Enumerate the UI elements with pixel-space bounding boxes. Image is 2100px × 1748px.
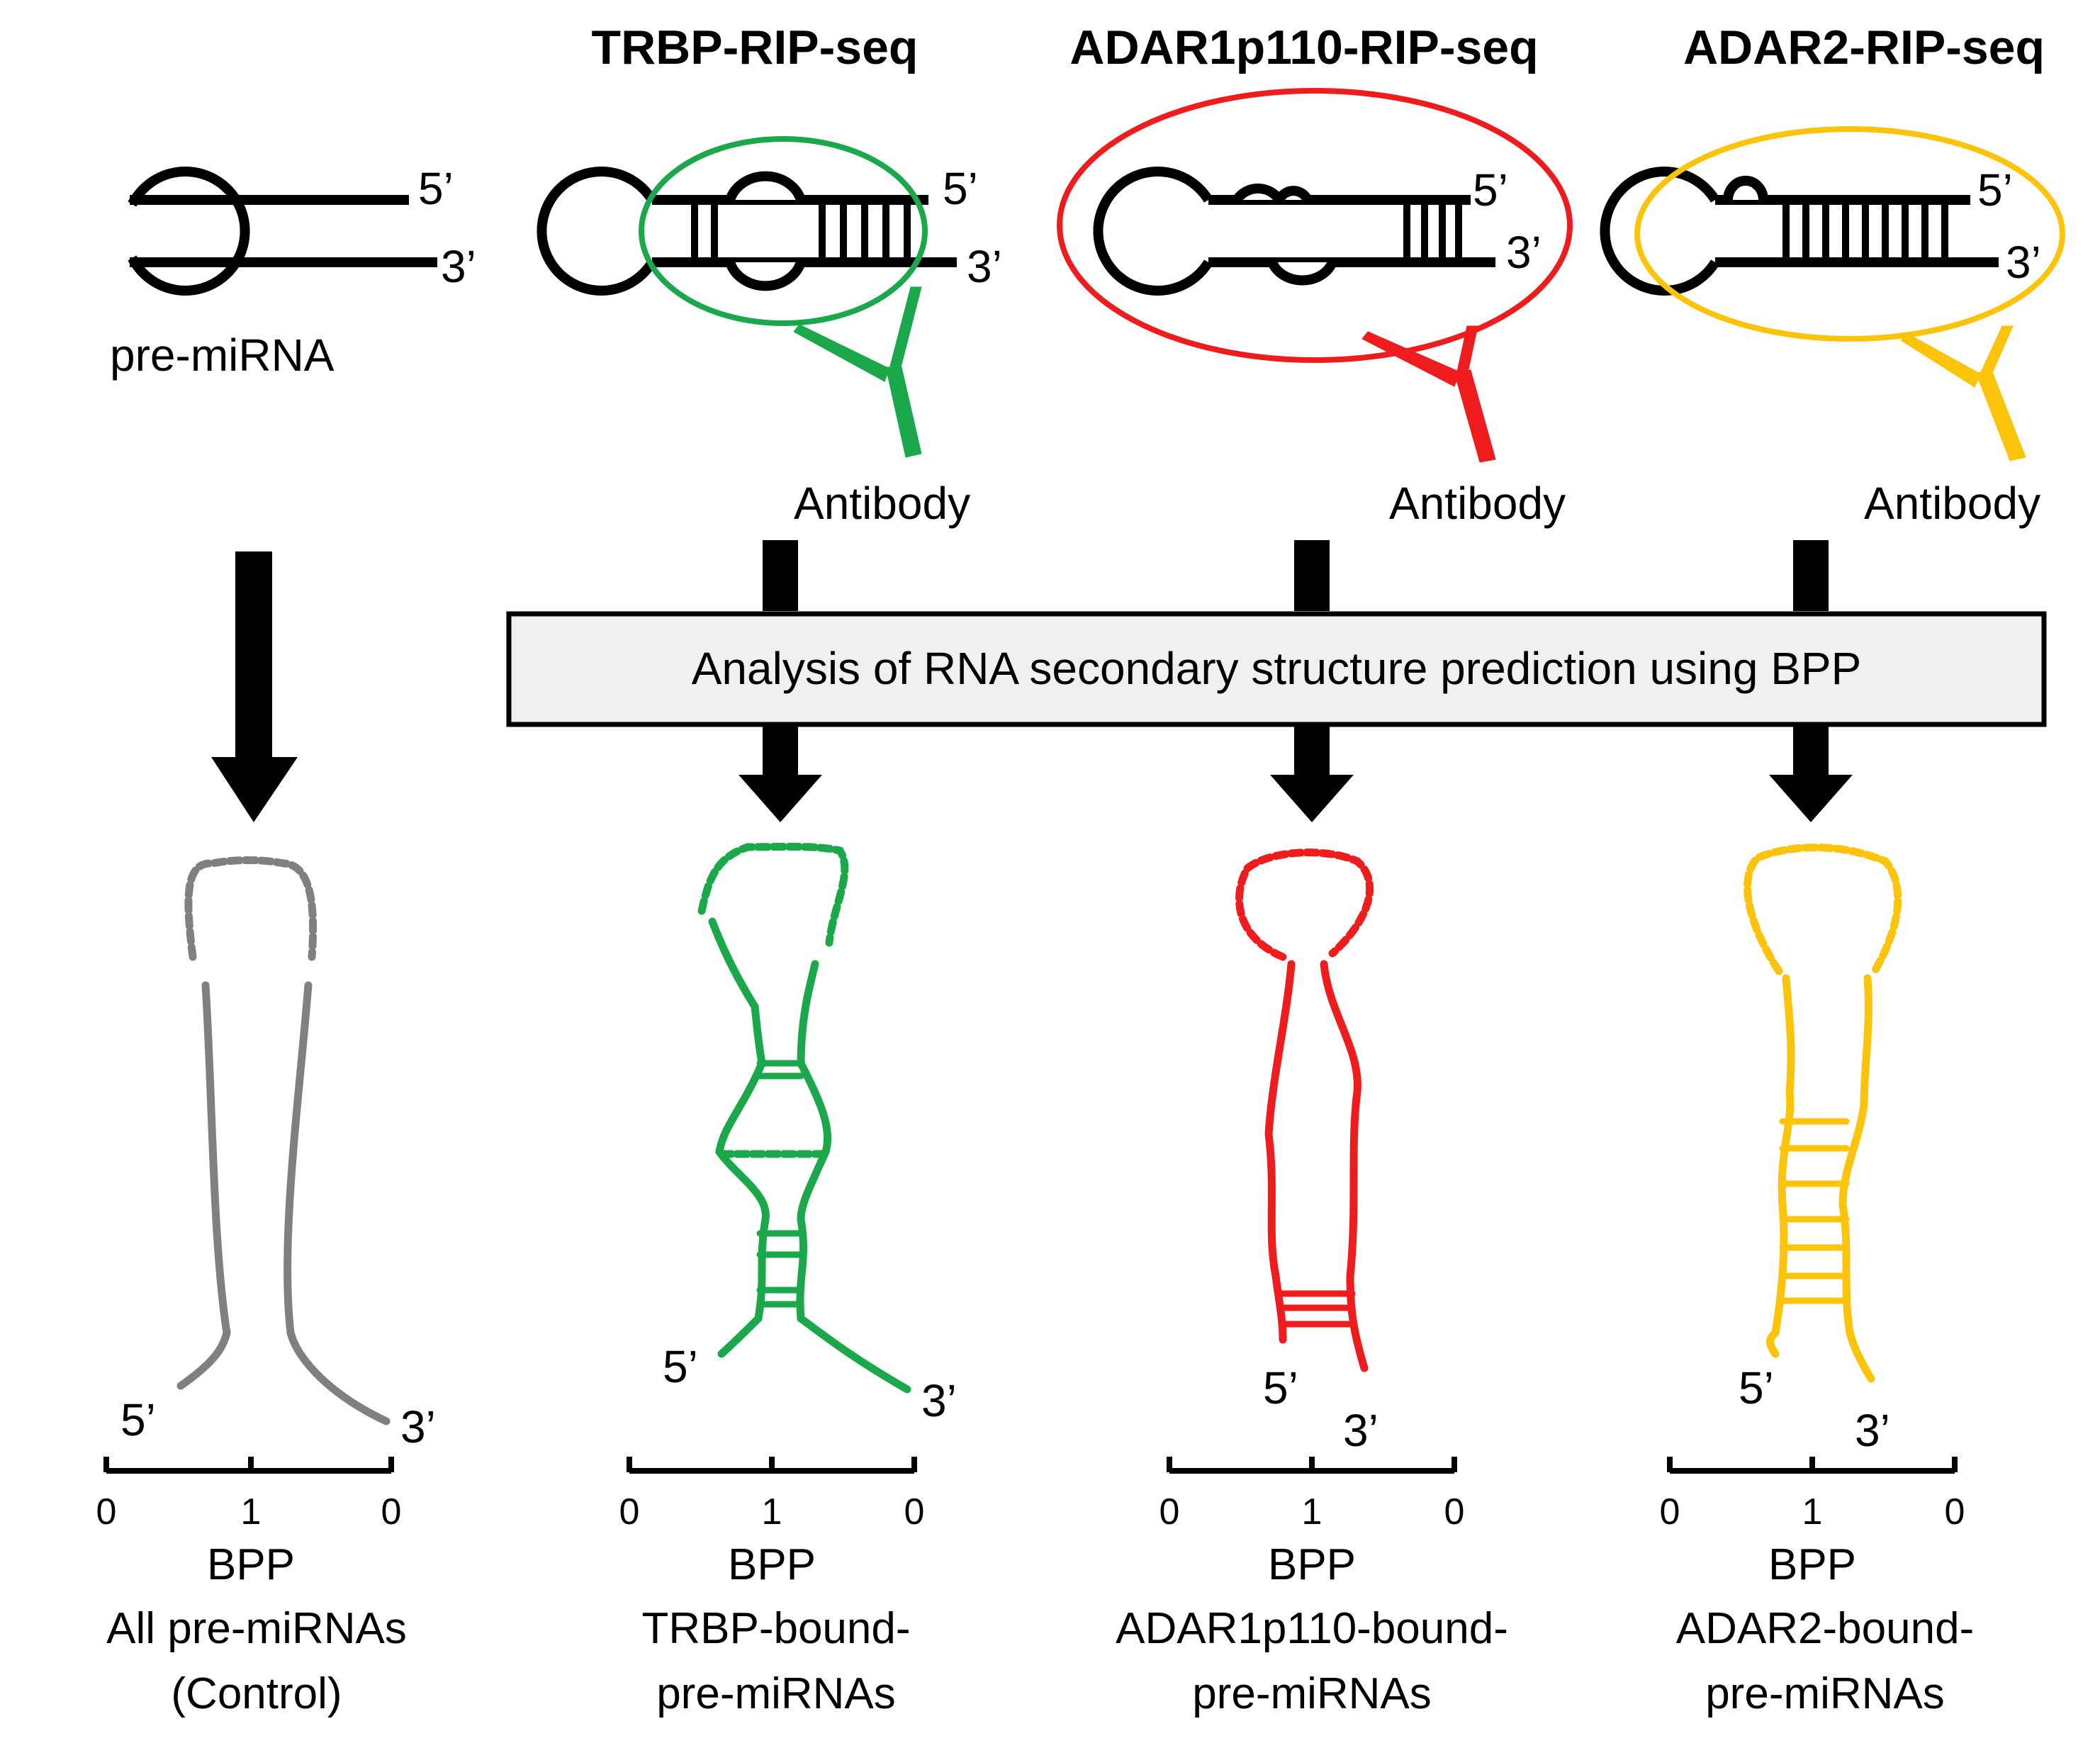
trbp-three-prime: 3’ (967, 241, 1002, 292)
premirna-hairpin (128, 167, 437, 296)
adar2-protein-ellipse (1634, 126, 2065, 342)
adar1p110-antibody-icon (1361, 325, 1496, 463)
analysis-box-text: Analysis of RNA secondary structure pred… (692, 643, 1862, 694)
adar2-arrow-shaft-top (1793, 540, 1829, 611)
adar1p110-bpp-structure (1235, 848, 1374, 1372)
caption-adar2-line2: pre-miRNAs (1705, 1669, 1945, 1718)
control-three-prime: 3’ (400, 1401, 436, 1452)
premirna-five-prime: 5’ (418, 163, 454, 214)
flow-arrows (211, 540, 1853, 822)
adar1p110-bound-hairpin (1093, 167, 1495, 296)
title-adar2-rip-seq: ADAR2-RIP-seq (1683, 21, 2045, 74)
trbp-arrow-shaft-bottom (763, 727, 798, 775)
tick-adar2-1: 1 (1802, 1491, 1823, 1533)
tick-adar1p110-1: 1 (1302, 1491, 1323, 1533)
caption-adar2-line1: ADAR2-bound- (1676, 1604, 1974, 1653)
trbp-antibody-label: Antibody (794, 478, 970, 529)
adar2-three-prime: 3’ (2006, 237, 2041, 288)
adar2-arrow-head (1769, 775, 1853, 822)
adar1p110-three-prime: 3’ (1506, 227, 1542, 278)
trbp-antibody-icon (793, 286, 922, 458)
adar1p110-arrow-shaft-bottom (1294, 727, 1330, 775)
adar1p110-protein-ellipse (1057, 88, 1573, 363)
caption-adar1p110-line2: pre-miRNAs (1192, 1669, 1432, 1718)
tick-adar2-0b: 0 (1945, 1491, 1965, 1533)
tick-adar1p110-0a: 0 (1160, 1491, 1180, 1533)
adar2-antibody-icon (1900, 325, 2026, 461)
trbp-five-prime: 5’ (943, 163, 978, 214)
control-bpp-structure (176, 856, 391, 1425)
caption-trbp-line2: pre-miRNAs (656, 1669, 896, 1718)
bpp-label-adar2: BPP (1768, 1540, 1856, 1589)
trbp-arrow-shaft-top (763, 540, 798, 611)
adar2-plot-five-prime: 5’ (1739, 1362, 1774, 1413)
title-trbp-rip-seq: TRBP-RIP-seq (592, 21, 919, 74)
bpp-label-trbp: BPP (728, 1540, 816, 1589)
analysis-box (506, 611, 2047, 727)
bpp-label-adar1p110: BPP (1268, 1540, 1356, 1589)
tick-control-1: 1 (241, 1491, 262, 1533)
trbp-protein-ellipse (639, 136, 928, 326)
caption-control-line2: (Control) (171, 1669, 342, 1718)
adar1p110-arrow-head (1270, 775, 1354, 822)
tick-trbp-0b: 0 (904, 1491, 925, 1533)
adar1p110-plot-three-prime: 3’ (1343, 1405, 1379, 1456)
trbp-plot-five-prime: 5’ (663, 1341, 698, 1392)
trbp-plot-three-prime: 3’ (921, 1375, 957, 1426)
adar2-bpp-structure (1744, 844, 1902, 1383)
tick-trbp-1: 1 (762, 1491, 782, 1533)
adar1p110-plot-five-prime: 5’ (1263, 1362, 1298, 1413)
scale-adar1p110 (1167, 1457, 1457, 1474)
adar2-antibody-label: Antibody (1864, 478, 2040, 529)
control-five-prime: 5’ (120, 1394, 156, 1445)
scale-control (103, 1457, 394, 1474)
scale-tick-labels: 0 1 0 0 1 0 0 1 0 0 1 0 (96, 1491, 1965, 1533)
adar2-arrow-shaft-bottom (1793, 727, 1829, 775)
caption-adar1p110-line1: ADAR1p110-bound- (1116, 1604, 1508, 1653)
adar2-bound-hairpin (1600, 167, 1999, 296)
trbp-bound-hairpin (537, 167, 957, 296)
trbp-arrow-head (739, 775, 822, 822)
trbp-bpp-structure (697, 842, 911, 1394)
caption-trbp-line1: TRBP-bound- (641, 1604, 910, 1653)
adar1p110-five-prime: 5’ (1473, 164, 1508, 215)
adar2-plot-three-prime: 3’ (1855, 1405, 1890, 1456)
adar1p110-antibody-label: Antibody (1389, 478, 1566, 529)
tick-adar2-0a: 0 (1660, 1491, 1680, 1533)
adar1p110-arrow-shaft-top (1294, 540, 1330, 611)
adar2-five-prime: 5’ (1977, 164, 2013, 215)
tick-control-0a: 0 (96, 1491, 117, 1533)
bpp-label-control: BPP (207, 1540, 295, 1589)
caption-control-line1: All pre-miRNAs (106, 1604, 407, 1653)
tick-adar1p110-0b: 0 (1444, 1491, 1465, 1533)
premirna-label: pre-miRNA (110, 330, 335, 381)
tick-control-0b: 0 (381, 1491, 402, 1533)
title-adar1p110-rip-seq: ADAR1p110-RIP-seq (1069, 21, 1538, 74)
control-arrow-shaft (235, 551, 272, 757)
scale-trbp (627, 1457, 917, 1474)
premirna-three-prime: 3’ (441, 241, 476, 292)
scale-adar2 (1667, 1457, 1958, 1474)
control-arrow-head (211, 757, 298, 822)
tick-trbp-0a: 0 (619, 1491, 640, 1533)
